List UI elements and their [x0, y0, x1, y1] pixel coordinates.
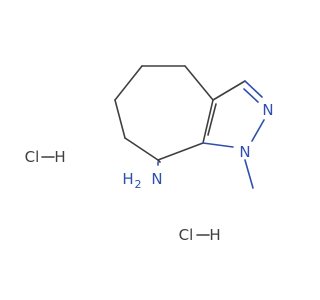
amine-hydrogen-count: 2	[135, 178, 142, 191]
bond-c8a-c3a	[202, 99, 214, 144]
bond-c5-c6	[114, 65, 143, 101]
ring-nitrogen-n1: N	[239, 143, 250, 161]
bond-c3-n2-double	[243, 88, 259, 103]
salt-hydrogen: H	[54, 148, 65, 166]
bond-n1-methyl	[244, 159, 254, 189]
bond-c3-n2	[244, 80, 263, 98]
amine-hydrogen: H	[122, 170, 133, 188]
bond-c3a-c3	[212, 80, 246, 101]
bond-n2-n1	[251, 119, 265, 142]
salt-chlorine: Cl	[25, 148, 40, 166]
salt-chlorine: Cl	[179, 226, 194, 244]
cycloheptane-ring	[114, 65, 214, 161]
bond-c3a-c4	[184, 65, 214, 101]
amine-group: H 2 N	[122, 170, 162, 191]
bond-c8-amine	[157, 159, 161, 163]
bond-c8-c8a	[157, 142, 204, 161]
bond-n1-c8a	[202, 142, 234, 148]
hydrochloride-2: Cl H	[179, 226, 221, 244]
amine-nitrogen: N	[151, 170, 162, 188]
bond-c6-c7	[114, 99, 126, 139]
bond-c8a-c3a-inner	[207, 103, 217, 136]
pyrazole-ring	[202, 80, 265, 148]
structure-diagram: N N H 2 N Cl H Cl H	[25, 65, 274, 244]
salt-hydrogen: H	[209, 226, 220, 244]
ring-nitrogen-n2: N	[262, 101, 273, 119]
hydrochloride-1: Cl H	[25, 148, 66, 166]
bond-c7-c8	[124, 137, 159, 161]
